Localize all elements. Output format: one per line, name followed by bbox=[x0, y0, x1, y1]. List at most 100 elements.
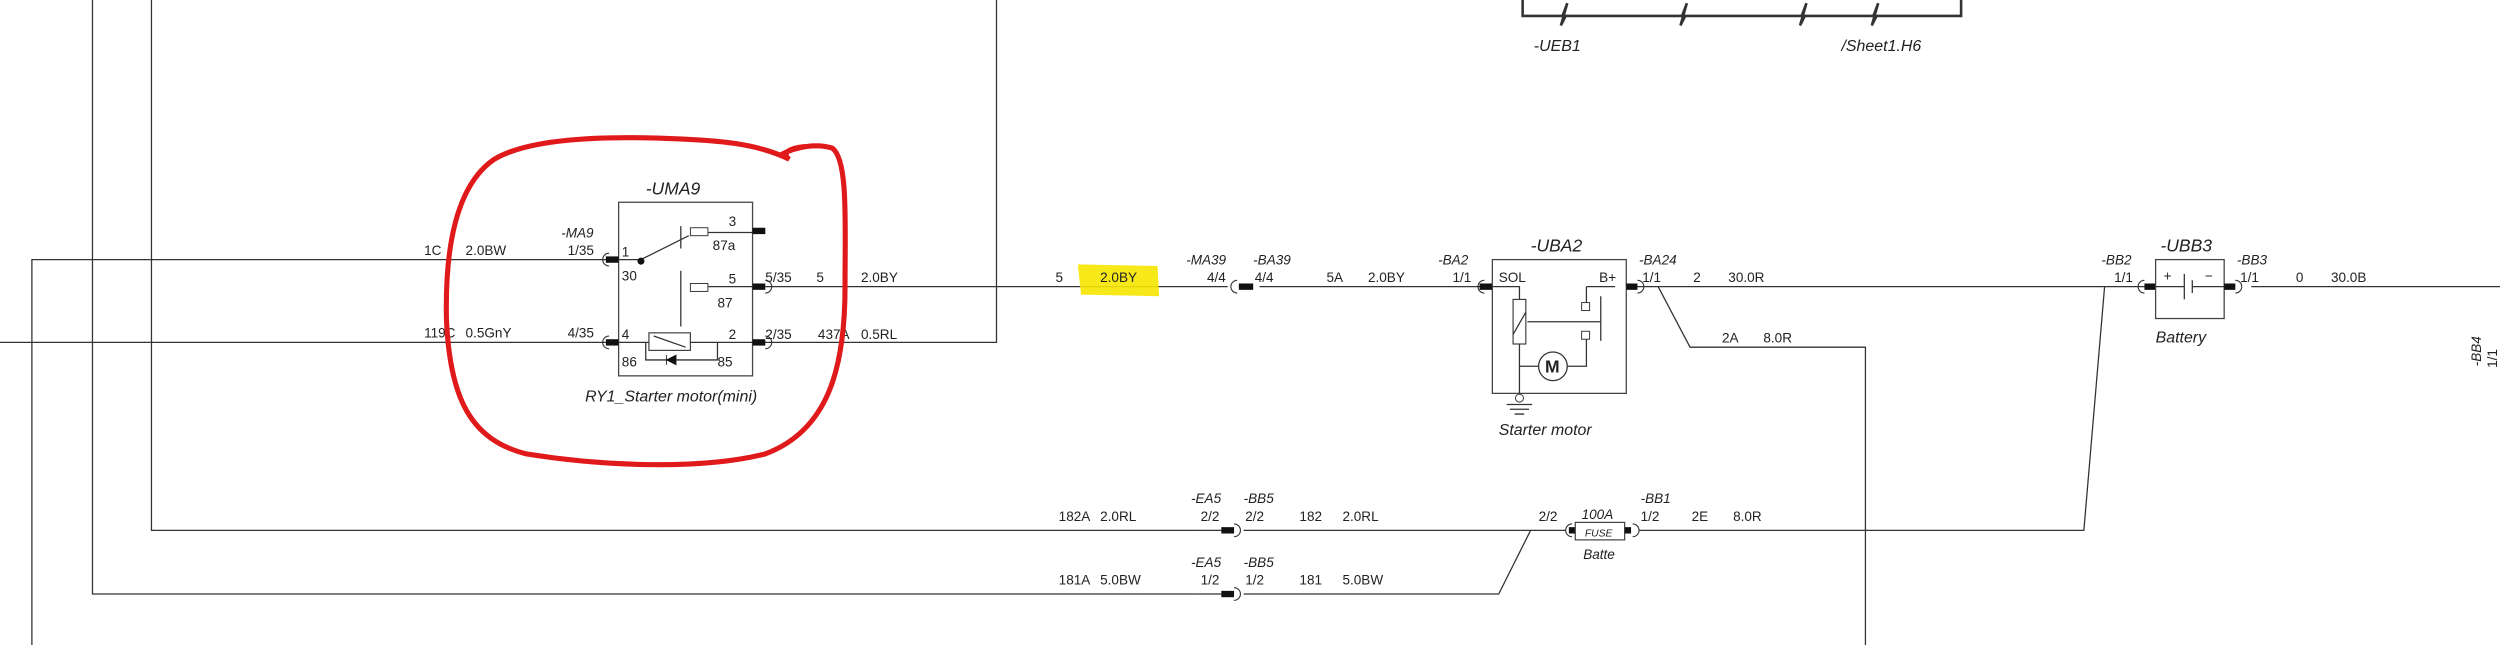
battery-name: Battery bbox=[2156, 329, 2208, 346]
connector-ref-bb3: -BB3 bbox=[2237, 252, 2268, 267]
battery-cell-icon bbox=[2155, 273, 2225, 300]
relay-connector-ref: -MA9 bbox=[561, 225, 594, 240]
wire-181-route bbox=[1192, 530, 1532, 595]
ground-icon bbox=[1506, 393, 1533, 415]
fuse-battery[interactable]: 2/2 100A FUSE Batte -BB1 1/2 bbox=[1539, 491, 1671, 562]
cavity-5-35: 5/35 bbox=[765, 270, 791, 285]
cavity-ba24: 1/1 bbox=[1642, 270, 1661, 285]
wire-spec-1c: 2.0BW bbox=[466, 243, 507, 258]
wire-id-0: 0 bbox=[2296, 270, 2304, 285]
motor-icon: M bbox=[1537, 351, 1568, 382]
terminal-sol: SOL bbox=[1499, 270, 1527, 285]
relay-name: RY1_Starter motor(mini) bbox=[585, 388, 757, 405]
wire-spec-181: 5.0BW bbox=[1342, 572, 1383, 587]
wire-spec-181a: 5.0BW bbox=[1100, 572, 1141, 587]
battery-minus: − bbox=[2205, 268, 2213, 283]
connector-ref-ba24: -BA24 bbox=[1639, 252, 1677, 267]
cavity-ea5-top: 2/2 bbox=[1201, 509, 1220, 524]
connector-ref-bb5-top: -BB5 bbox=[1244, 491, 1275, 506]
cavity-bb5-top: 2/2 bbox=[1245, 509, 1264, 524]
connector-ma39-ba39[interactable]: -MA39 4/4 -BA39 4/4 bbox=[1186, 252, 1291, 294]
fuse-label: FUSE bbox=[1585, 529, 1613, 540]
pin-4: 4 bbox=[622, 327, 630, 342]
connector-ref-bb1: -BB1 bbox=[1641, 491, 1671, 506]
solenoid-icon bbox=[1492, 286, 1616, 399]
wire-spec-2e: 8.0R bbox=[1733, 509, 1762, 524]
wire-182a-route bbox=[150, 0, 1193, 531]
pin-30: 30 bbox=[622, 268, 637, 283]
sheet-reference-link[interactable]: /Sheet1.H6 bbox=[1841, 38, 1922, 55]
wire-id-2a: 2A bbox=[1722, 330, 1739, 345]
wire-id-5-relay: 5 bbox=[816, 270, 824, 285]
connector-ref-ba39: -BA39 bbox=[1253, 252, 1291, 267]
wire-spec-182: 2.0RL bbox=[1342, 509, 1379, 524]
cavity-ma39: 4/4 bbox=[1207, 270, 1226, 285]
connector-ea5-bb5-top[interactable]: -EA5 2/2 -BB5 2/2 bbox=[1191, 491, 1275, 538]
wire-id-182: 182 bbox=[1299, 509, 1322, 524]
battery-ubb3[interactable]: -BB2 1/1 -UBB3 + − -BB3 1/1 Battery bbox=[2101, 236, 2267, 347]
wire-spec-2a: 8.0R bbox=[1763, 330, 1792, 345]
connector-ref-ma39: -MA39 bbox=[1186, 252, 1226, 267]
pin-3: 3 bbox=[729, 214, 737, 229]
highlight-marker bbox=[1077, 264, 1160, 297]
cavity-bb1: 1/2 bbox=[1641, 509, 1660, 524]
wire-id-2e: 2E bbox=[1692, 509, 1709, 524]
cavity-bb4: 1/1 bbox=[2485, 349, 2500, 368]
pin-85: 85 bbox=[717, 354, 732, 369]
fuse-name: Batte bbox=[1583, 547, 1615, 562]
wire-437a-route bbox=[762, 0, 998, 344]
wire-spec-2: 30.0R bbox=[1728, 270, 1764, 285]
connector-ref-ea5-top: -EA5 bbox=[1191, 491, 1222, 506]
connector-ref-bb5-bottom: -BB5 bbox=[1244, 555, 1275, 570]
cavity-fuse-in: 2/2 bbox=[1539, 509, 1558, 524]
wire-id-181a: 181A bbox=[1059, 572, 1091, 587]
cavity-ba39: 4/4 bbox=[1255, 270, 1274, 285]
cavity-4-35: 4/35 bbox=[568, 326, 594, 341]
cavity-ba2: 1/1 bbox=[1452, 270, 1471, 285]
pin-2: 2 bbox=[729, 327, 737, 342]
wire-id-119c: 119C bbox=[424, 326, 456, 341]
wire-2e-route bbox=[1639, 286, 2106, 531]
wire-id-5a: 5A bbox=[1327, 270, 1344, 285]
wire-2a-route bbox=[1657, 286, 1867, 645]
wire-spec-182a: 2.0RL bbox=[1100, 509, 1137, 524]
pin-86: 86 bbox=[622, 354, 637, 369]
pin-1: 1 bbox=[622, 244, 630, 259]
wire-id-181: 181 bbox=[1299, 572, 1322, 587]
fuse-rating: 100A bbox=[1582, 507, 1614, 522]
wire-id-2: 2 bbox=[1693, 270, 1701, 285]
connector-ref-ea5-bottom: -EA5 bbox=[1191, 555, 1222, 570]
battery-ref: -UBB3 bbox=[2160, 236, 2212, 256]
pin-87a: 87a bbox=[713, 238, 736, 253]
wire-181a-route bbox=[91, 0, 1193, 595]
wire-spec-437a: 0.5RL bbox=[861, 327, 898, 342]
wire-id-182a: 182A bbox=[1059, 509, 1091, 524]
cavity-bb5-bottom: 1/2 bbox=[1245, 572, 1264, 587]
cavity-ea5-bottom: 1/2 bbox=[1201, 572, 1220, 587]
relay-coil-icon bbox=[618, 332, 753, 366]
cavity-bb3: 1/1 bbox=[2240, 270, 2259, 285]
wire-id-1c: 1C bbox=[424, 243, 442, 258]
pin-5: 5 bbox=[729, 271, 737, 286]
cavity-1-35: 1/35 bbox=[568, 243, 594, 258]
relay-ref: -UMA9 bbox=[646, 178, 701, 198]
annotation-circle bbox=[443, 135, 848, 468]
connector-ref-bb2: -BB2 bbox=[2101, 252, 2132, 267]
block-ueb1[interactable]: -UEB1 /Sheet1.H6 bbox=[1521, 0, 1963, 55]
starter-ref: -UBA2 bbox=[1531, 236, 1583, 256]
connector-ea5-bb5-bottom[interactable]: -EA5 1/2 -BB5 1/2 bbox=[1191, 555, 1275, 601]
terminal-b-plus: B+ bbox=[1599, 270, 1616, 285]
pin-87: 87 bbox=[717, 295, 732, 310]
connector-ref-bb4: -BB4 bbox=[2469, 336, 2484, 367]
starter-name: Starter motor bbox=[1499, 422, 1593, 439]
battery-plus: + bbox=[2164, 268, 2172, 283]
connector-bb4[interactable]: -BB4 1/1 bbox=[2469, 336, 2500, 368]
relay-switch-icon bbox=[618, 226, 753, 327]
wire-spec-5a: 2.0BY bbox=[1368, 270, 1405, 285]
relay-uma9[interactable]: -UMA9 -MA9 1/35 4/35 1 30 3 87a 5 87 4 8… bbox=[561, 178, 773, 405]
wire-1c-route bbox=[31, 258, 610, 645]
block-ref: -UEB1 bbox=[1534, 38, 1581, 55]
wire-spec-119c: 0.5GnY bbox=[466, 326, 512, 341]
starter-motor-uba2[interactable]: -BA2 1/1 -UBA2 SOL B+ M Starter motor bbox=[1438, 236, 1645, 439]
